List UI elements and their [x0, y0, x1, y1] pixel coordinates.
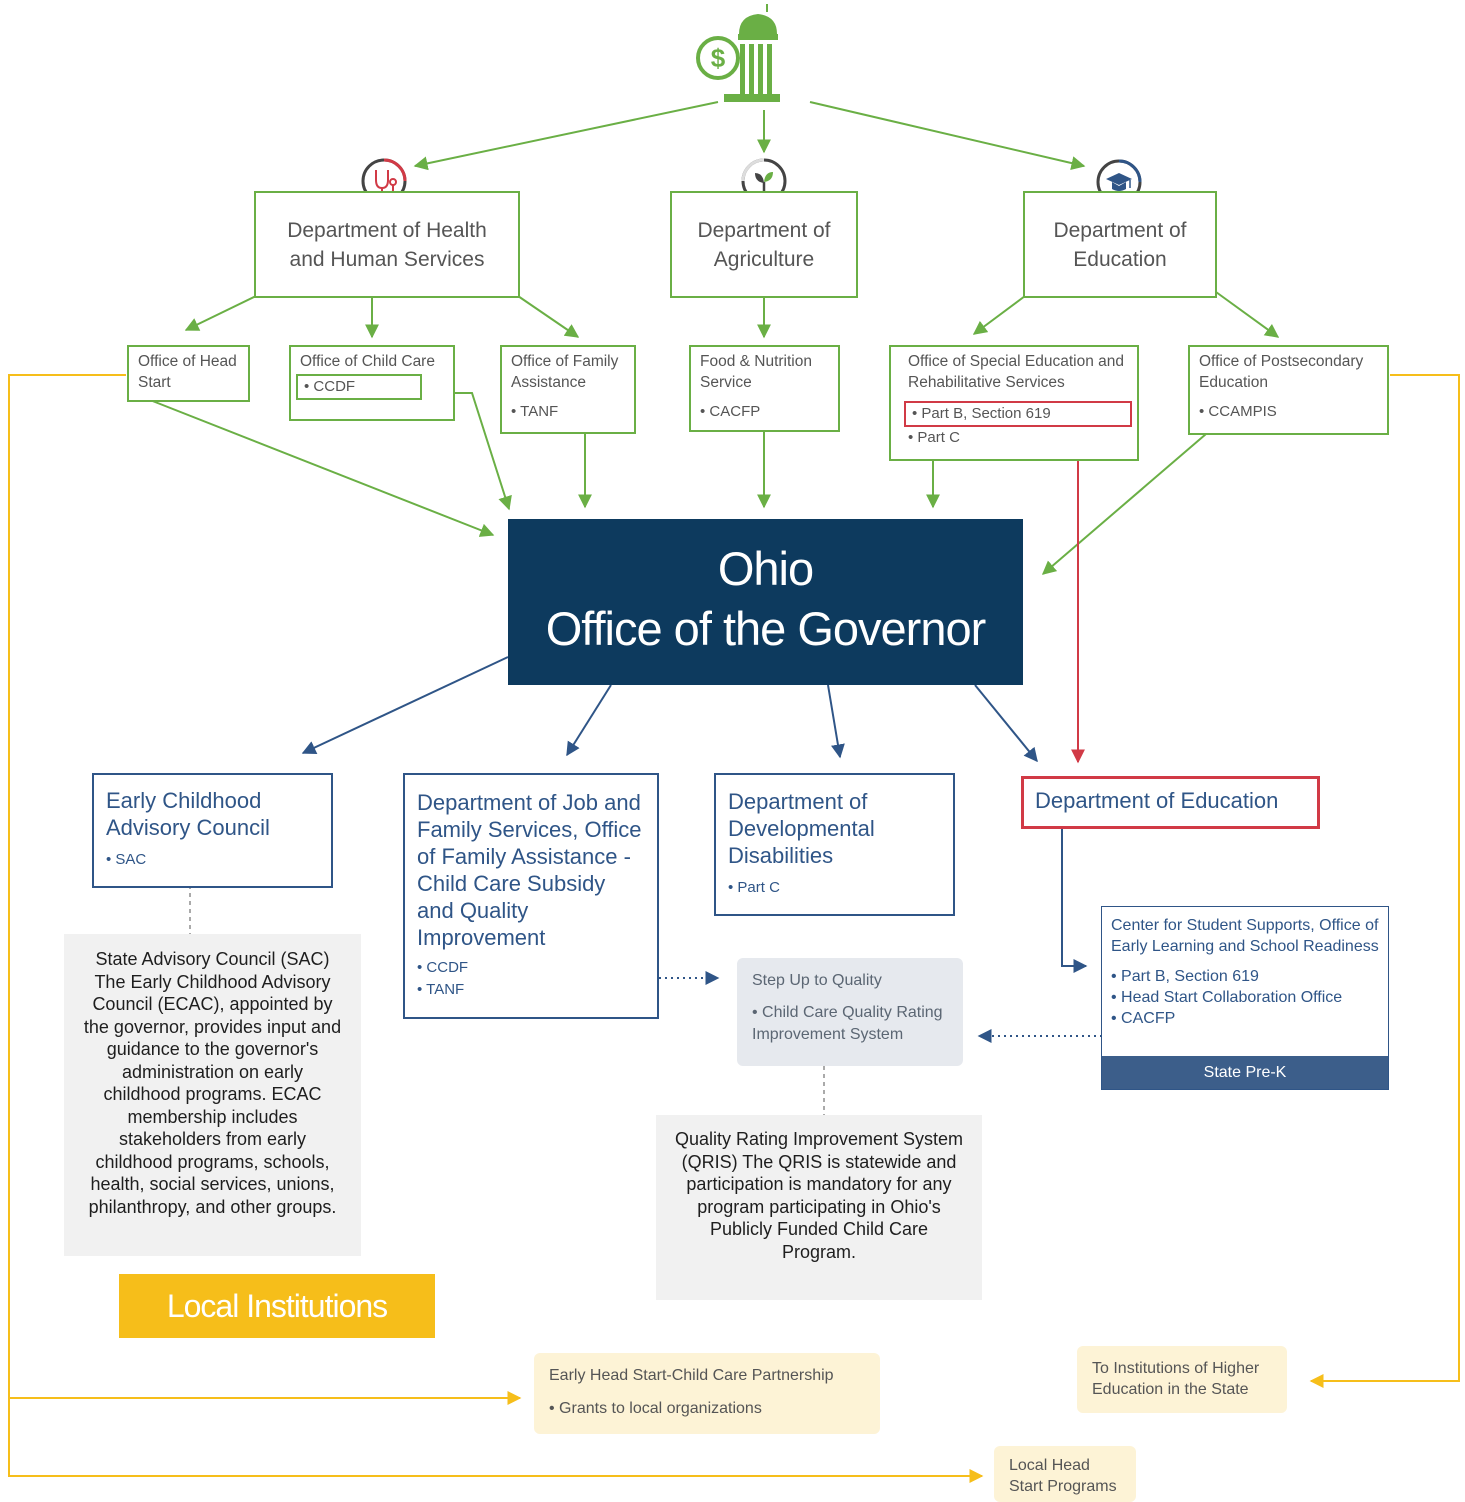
svg-text:$: $ — [711, 43, 726, 73]
state-ecac: Early Childhood Advisory Council • SAC — [92, 773, 333, 888]
federal-dept-education-label: Department of Education — [1053, 218, 1187, 271]
program-tanf-state: • TANF — [417, 981, 465, 998]
higher-education-label: To Institutions of Higher Education in t… — [1092, 1360, 1260, 1398]
federal-dept-agriculture-label: Department of Agriculture — [697, 218, 831, 271]
federal-dept-agriculture: Department of Agriculture — [670, 191, 858, 298]
state-dd-label: Department of Developmental Disabilities — [728, 789, 875, 868]
federal-dept-hhs-label: Department of Health and Human Services — [287, 218, 487, 271]
program-part-b-619-state: • Part B, Section 619 — [1111, 968, 1259, 985]
office-head-start: Office of Head Start — [127, 345, 250, 402]
state-pre-k-bar: State Pre-K — [1102, 1056, 1388, 1089]
office-food-nutrition: Food & Nutrition Service • CACFP — [689, 345, 840, 432]
sac-note: State Advisory Council (SAC) The Early C… — [64, 934, 361, 1256]
program-sac: • SAC — [106, 851, 147, 868]
program-ccdf-federal: • CCDF — [296, 374, 422, 400]
state-center-label: Center for Student Supports, Office of E… — [1111, 917, 1379, 955]
office-family-assistance: Office of Family Assistance • TANF — [500, 345, 636, 434]
qris-note-text: Quality Rating Improvement System (QRIS)… — [674, 1129, 964, 1262]
ehs-ccp-grants: • Grants to local organizations — [549, 1400, 762, 1417]
program-ccampis-federal: • CCAMPIS — [1199, 403, 1277, 420]
program-qris: • Child Care Quality Rating Improvement … — [752, 1004, 943, 1043]
state-jfs: Department of Job and Family Services, O… — [403, 773, 659, 1019]
local-head-start-label: Local Head Start Programs — [1009, 1457, 1117, 1495]
ehs-ccp-label: Early Head Start-Child Care Partnership — [549, 1367, 834, 1384]
local-head-start-programs: Local Head Start Programs — [994, 1446, 1136, 1502]
state-dd: Department of Developmental Disabilities… — [714, 773, 955, 916]
office-child-care-label: Office of Child Care — [300, 353, 435, 370]
office-special-education-label: Office of Special Education and Rehabili… — [908, 353, 1124, 391]
governor-state-name: Ohio — [717, 542, 814, 595]
program-tanf-federal: • TANF — [511, 403, 559, 420]
state-ode: Department of Education — [1021, 776, 1320, 829]
program-head-start-collaboration: • Head Start Collaboration Office — [1111, 989, 1343, 1006]
step-up-label: Step Up to Quality — [752, 972, 882, 989]
office-special-education: Office of Special Education and Rehabili… — [889, 345, 1139, 461]
program-ccdf-state: • CCDF — [417, 959, 469, 976]
state-jfs-label: Department of Job and Family Services, O… — [417, 790, 642, 950]
governor-office-name: Office of the Governor — [545, 602, 987, 655]
office-postsecondary-education: Office of Postsecondary Education • CCAM… — [1188, 345, 1389, 435]
program-cacfp-federal: • CACFP — [700, 403, 761, 420]
capitol-dollar-icon: $ — [696, 4, 780, 102]
program-part-c-state: • Part C — [728, 879, 780, 896]
local-institutions-banner: Local Institutions — [119, 1274, 435, 1338]
ohio-governor-office: Ohio Office of the Governor — [508, 519, 1023, 685]
office-head-start-label: Office of Head Start — [138, 353, 237, 391]
step-up-to-quality: Step Up to Quality • Child Care Quality … — [737, 958, 963, 1066]
federal-dept-education: Department of Education — [1023, 191, 1217, 298]
qris-note: Quality Rating Improvement System (QRIS)… — [656, 1115, 982, 1300]
state-ode-label: Department of Education — [1035, 788, 1279, 813]
program-cacfp-state: • CACFP — [1111, 1010, 1176, 1027]
higher-education-institutions: To Institutions of Higher Education in t… — [1077, 1346, 1287, 1413]
office-postsecondary-education-label: Office of Postsecondary Education — [1199, 353, 1364, 391]
program-part-b-619-federal: • Part B, Section 619 — [904, 401, 1132, 427]
federal-dept-hhs: Department of Health and Human Services — [254, 191, 520, 298]
state-center-student-supports: Center for Student Supports, Office of E… — [1101, 906, 1389, 1090]
office-family-assistance-label: Office of Family Assistance — [511, 353, 619, 391]
sac-note-text: State Advisory Council (SAC) The Early C… — [83, 949, 342, 1217]
state-ecac-label: Early Childhood Advisory Council — [106, 788, 270, 840]
program-part-c-federal: • Part C — [908, 429, 960, 446]
office-food-nutrition-label: Food & Nutrition Service — [700, 353, 812, 391]
ehs-ccp: Early Head Start-Child Care Partnership … — [534, 1353, 880, 1434]
office-child-care: Office of Child Care • CCDF — [289, 345, 455, 421]
